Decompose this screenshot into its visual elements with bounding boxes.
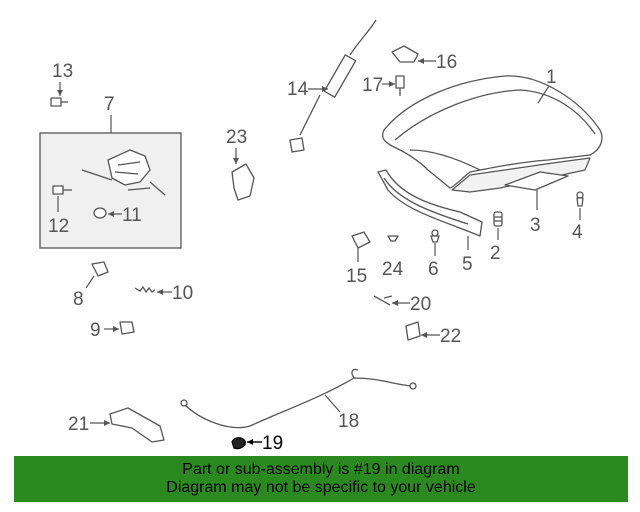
part-10-spring[interactable] bbox=[134, 285, 156, 294]
callout-21: 21 bbox=[68, 414, 110, 435]
callout-20: 20 bbox=[392, 294, 431, 315]
callout-14: 14 bbox=[287, 79, 328, 100]
part-19-highlighted[interactable] bbox=[231, 437, 246, 450]
callout-22: 22 bbox=[421, 326, 461, 347]
svg-text:2: 2 bbox=[490, 243, 501, 264]
callout-15: 15 bbox=[346, 248, 367, 287]
svg-text:24: 24 bbox=[382, 259, 404, 280]
svg-text:7: 7 bbox=[104, 94, 115, 115]
part-5-seal[interactable] bbox=[377, 169, 483, 237]
callout-24: 24 bbox=[382, 259, 404, 280]
svg-text:4: 4 bbox=[572, 222, 583, 243]
part-4-clip[interactable] bbox=[576, 191, 584, 207]
callout-18: 18 bbox=[324, 394, 359, 432]
svg-text:12: 12 bbox=[48, 216, 69, 237]
svg-text:11: 11 bbox=[122, 205, 142, 226]
callout-11: 11 bbox=[108, 205, 142, 226]
part-6-clip[interactable] bbox=[430, 229, 440, 243]
part-info-banner: Part or sub-assembly is #19 in diagram D… bbox=[14, 456, 628, 502]
svg-text:13: 13 bbox=[52, 61, 73, 82]
callout-1: 1 bbox=[537, 67, 557, 104]
svg-text:20: 20 bbox=[410, 294, 431, 315]
callout-8: 8 bbox=[73, 275, 95, 310]
svg-text:10: 10 bbox=[172, 283, 193, 304]
part-14-support-rod[interactable] bbox=[289, 19, 377, 153]
part-16-hinge[interactable] bbox=[391, 45, 419, 63]
part-17-bolt[interactable] bbox=[395, 75, 405, 96]
svg-text:5: 5 bbox=[462, 254, 473, 275]
part-13-bolt[interactable] bbox=[50, 97, 68, 107]
callout-5: 5 bbox=[462, 236, 473, 275]
svg-text:3: 3 bbox=[530, 215, 541, 236]
callout-19-label: 19 bbox=[262, 433, 283, 454]
part-20-lever[interactable] bbox=[373, 295, 393, 306]
svg-text:8: 8 bbox=[73, 289, 84, 310]
callout-4: 4 bbox=[572, 208, 583, 243]
svg-text:23: 23 bbox=[226, 127, 247, 148]
svg-text:21: 21 bbox=[68, 414, 89, 435]
callout-2: 2 bbox=[490, 228, 501, 264]
svg-text:15: 15 bbox=[346, 266, 367, 287]
svg-text:6: 6 bbox=[428, 259, 439, 280]
part-21-release-handle[interactable] bbox=[109, 407, 165, 443]
callout-17: 17 bbox=[362, 75, 395, 96]
callout-9: 9 bbox=[90, 320, 119, 341]
part-11-bushing[interactable] bbox=[93, 207, 107, 219]
part-22-clip[interactable] bbox=[405, 321, 421, 341]
part-8-bumper[interactable] bbox=[91, 261, 109, 277]
svg-text:18: 18 bbox=[338, 411, 359, 432]
banner-line-1: Part or sub-assembly is #19 in diagram bbox=[182, 461, 460, 478]
svg-text:17: 17 bbox=[362, 75, 383, 96]
callout-3: 3 bbox=[530, 190, 541, 236]
part-9-cushion[interactable] bbox=[119, 321, 135, 335]
svg-text:9: 9 bbox=[90, 320, 101, 341]
callout-1-label: 1 bbox=[546, 67, 557, 88]
part-1-hood[interactable] bbox=[381, 75, 603, 193]
part-23-hinge[interactable] bbox=[231, 163, 255, 201]
callout-12: 12 bbox=[48, 196, 69, 237]
part-12-bolt[interactable] bbox=[52, 185, 72, 195]
callout-13: 13 bbox=[52, 61, 73, 96]
callout-7: 7 bbox=[104, 94, 115, 133]
svg-text:16: 16 bbox=[436, 52, 457, 73]
svg-text:22: 22 bbox=[440, 326, 461, 347]
callout-6: 6 bbox=[428, 243, 439, 280]
callout-10: 10 bbox=[157, 283, 193, 304]
banner-line-2: Diagram may not be specific to your vehi… bbox=[166, 479, 476, 496]
part-2-bumper[interactable] bbox=[493, 211, 503, 227]
part-18-release-cable[interactable] bbox=[180, 368, 417, 429]
callout-19: 19 bbox=[247, 433, 283, 454]
part-15-bracket[interactable] bbox=[351, 231, 371, 249]
part-24-clip[interactable] bbox=[387, 235, 399, 242]
svg-text:14: 14 bbox=[287, 79, 309, 100]
callout-23: 23 bbox=[226, 127, 247, 164]
callout-16: 16 bbox=[418, 52, 457, 73]
